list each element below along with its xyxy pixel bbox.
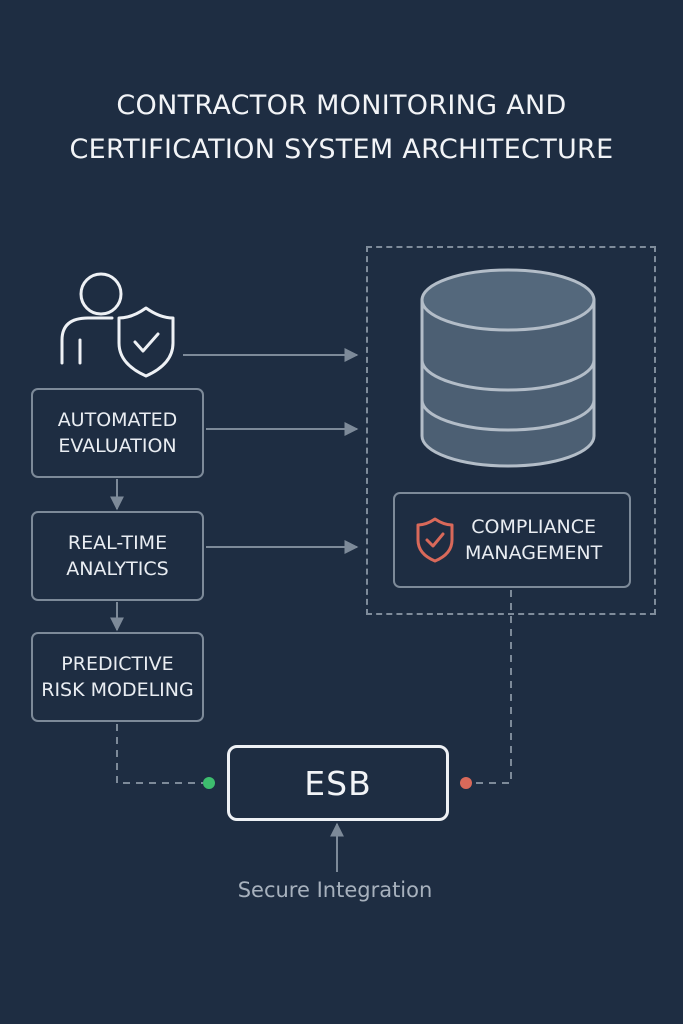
esb-label: ESB xyxy=(304,763,372,803)
diagram-title-line-2: CERTIFICATION SYSTEM ARCHITECTURE xyxy=(69,134,614,165)
esb-port-green xyxy=(203,777,215,789)
user-shield-icon xyxy=(60,272,175,378)
compliance-management-label-line-2: MANAGEMENT xyxy=(465,542,603,564)
real-time-analytics-label-line-1: REAL-TIME xyxy=(67,532,168,554)
secure-integration-caption: Secure Integration xyxy=(237,878,433,902)
shield-check-icon xyxy=(416,517,454,563)
connector-compliance-to-esb xyxy=(472,590,512,784)
data-layer-container xyxy=(366,246,656,615)
compliance-management-node: COMPLIANCE MANAGEMENT xyxy=(393,492,631,588)
esb-node: ESB xyxy=(227,745,449,821)
automated-evaluation-label-line-1: AUTOMATED xyxy=(57,409,178,431)
connector-predictive-to-esb xyxy=(116,724,203,784)
real-time-analytics-node: REAL-TIME ANALYTICS xyxy=(31,511,204,601)
automated-evaluation-label-line-2: EVALUATION xyxy=(58,435,177,457)
automated-evaluation-node: AUTOMATED EVALUATION xyxy=(31,388,204,478)
predictive-risk-modeling-label-line-2: RISK MODELING xyxy=(41,679,194,701)
predictive-risk-modeling-node: PREDICTIVE RISK MODELING xyxy=(31,632,204,722)
predictive-risk-modeling-label-line-1: PREDICTIVE xyxy=(61,653,174,675)
compliance-management-label-line-1: COMPLIANCE xyxy=(471,516,596,538)
real-time-analytics-label-line-2: ANALYTICS xyxy=(66,558,169,580)
esb-port-red xyxy=(460,777,472,789)
diagram-title-line-1: CONTRACTOR MONITORING AND xyxy=(116,90,567,121)
database-icon xyxy=(420,268,596,468)
